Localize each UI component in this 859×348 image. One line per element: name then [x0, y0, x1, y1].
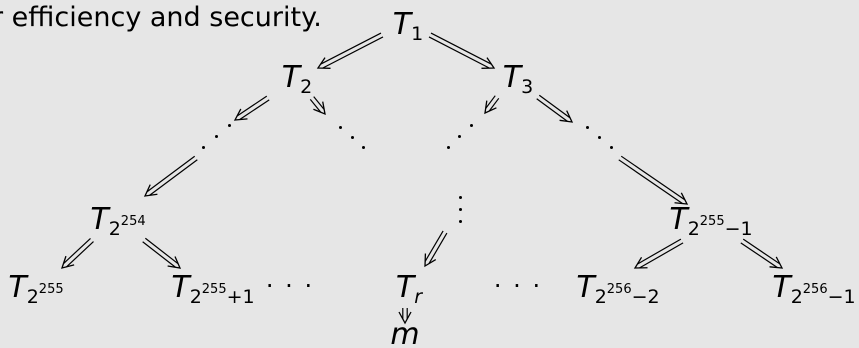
- node-t3: T3: [502, 59, 534, 99]
- message-m: m: [390, 317, 420, 348]
- ellipsis-right: · · ·: [493, 272, 543, 300]
- node-t2: T2: [281, 59, 313, 99]
- arrow-t-2-254-to-t-2-255: [61, 237, 94, 269]
- node-t-2-255-minus-1: T2255−1: [669, 201, 753, 241]
- arrow-t-2-254-to-t-2-255-plus-1: [142, 237, 182, 269]
- arrow-t-2-255-minus-1-to-t-2-256-minus-2: [633, 238, 684, 269]
- arrow-t1-to-t2: [316, 32, 384, 69]
- arrow-vdots-to-t-r: [424, 230, 448, 268]
- arrow-t-2-255-minus-1-to-t-2-256-minus-1: [740, 238, 784, 269]
- arrow-dots-to-t-2-254: [143, 155, 198, 197]
- node-t-2-255: T2255: [8, 269, 64, 309]
- arrow-t2-to-dots-left: [233, 95, 270, 121]
- caption-text: r efficiency and security.: [0, 2, 322, 33]
- node-t-r: Tr: [395, 269, 423, 309]
- arrow-t-r-to-m: [398, 308, 412, 325]
- node-t-2-256-minus-2: T2256−2: [576, 269, 660, 309]
- ellipsis-left: · · ·: [265, 272, 315, 300]
- arrow-t1-to-t3: [428, 32, 496, 69]
- arrow-t3-to-dots-center: [484, 95, 500, 115]
- arrow-t3-to-dots-right: [536, 94, 574, 123]
- arrow-group: [61, 32, 784, 325]
- node-t-2-255-plus-1: T2255+1: [171, 269, 255, 309]
- node-t1: T1: [392, 6, 424, 46]
- arrow-dots-to-t-2-255-minus-1: [618, 155, 689, 205]
- arrow-t2-to-dots-center: [309, 96, 326, 116]
- node-t-2-256-minus-1: T2256−1: [772, 269, 856, 309]
- node-t-2-254: T2254: [90, 201, 146, 241]
